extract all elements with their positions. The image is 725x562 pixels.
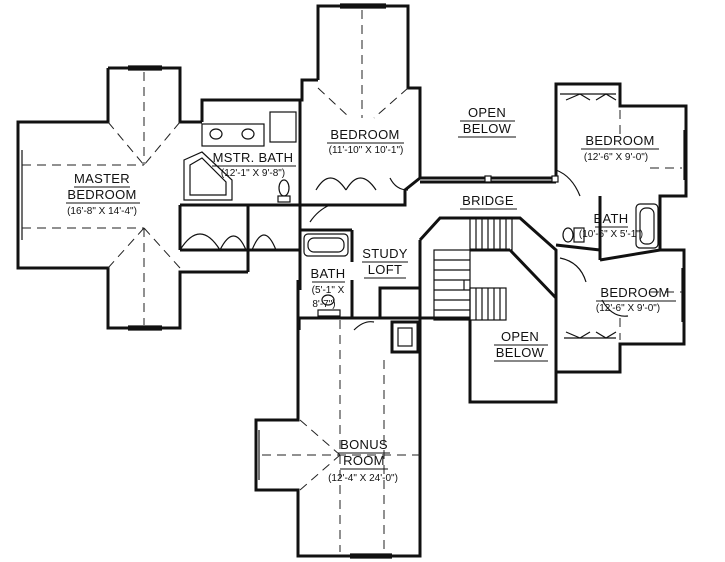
bath-center-label: BATH [311, 266, 346, 281]
study-loft-label-1: STUDY [362, 246, 408, 261]
room-labels: MASTER BEDROOM (16'-8" X 14'-4") MSTR. B… [67, 105, 669, 484]
master-bedroom-dims: (16'-8" X 14'-4") [67, 206, 137, 217]
bonus-room-label-1: BONUS [340, 437, 388, 452]
mstr-bath-label: MSTR. BATH [213, 150, 294, 165]
bedroom-se-dims: (12'-6" X 9'-0") [596, 303, 660, 314]
bath-center-dims-1: (5'-1" X [312, 285, 345, 296]
stairs [433, 217, 513, 321]
open-below-top-2: BELOW [463, 121, 512, 136]
interior-walls [178, 93, 661, 354]
bonus-room-dims: (12'-4" X 24'-0") [328, 473, 398, 484]
bedroom-se-label: BEDROOM [600, 285, 669, 300]
bridge-label: BRIDGE [462, 193, 514, 208]
open-below-mid-2: BELOW [496, 345, 545, 360]
bath-east-label: BATH [594, 211, 629, 226]
bedroom-ne-dims: (12'-6" X 9'-0") [584, 152, 648, 163]
study-loft-label-2: LOFT [368, 262, 402, 277]
mstr-bath-dims: (12'-1" X 9'-8") [221, 168, 285, 179]
open-below-top-1: OPEN [468, 105, 506, 120]
master-bedroom-label-1: MASTER [74, 171, 130, 186]
doors [179, 93, 629, 339]
label-underlines [66, 120, 676, 470]
bedroom-top-dims: (11'-10" X 10'-1") [329, 145, 404, 156]
bath-east-dims: (10'-6" X 5'-1") [579, 229, 643, 240]
bedroom-top-label: BEDROOM [330, 127, 399, 142]
windows [128, 3, 392, 559]
master-bedroom-label-2: BEDROOM [67, 187, 136, 202]
bedroom-ne-label: BEDROOM [585, 133, 654, 148]
bonus-room-label-2: ROOM [343, 453, 385, 468]
fixtures [183, 111, 659, 317]
open-below-mid-1: OPEN [501, 329, 539, 344]
bridge-railing [484, 175, 559, 183]
bath-center-dims-2: 8'-7") [312, 299, 335, 310]
ceiling-lines [22, 10, 682, 552]
